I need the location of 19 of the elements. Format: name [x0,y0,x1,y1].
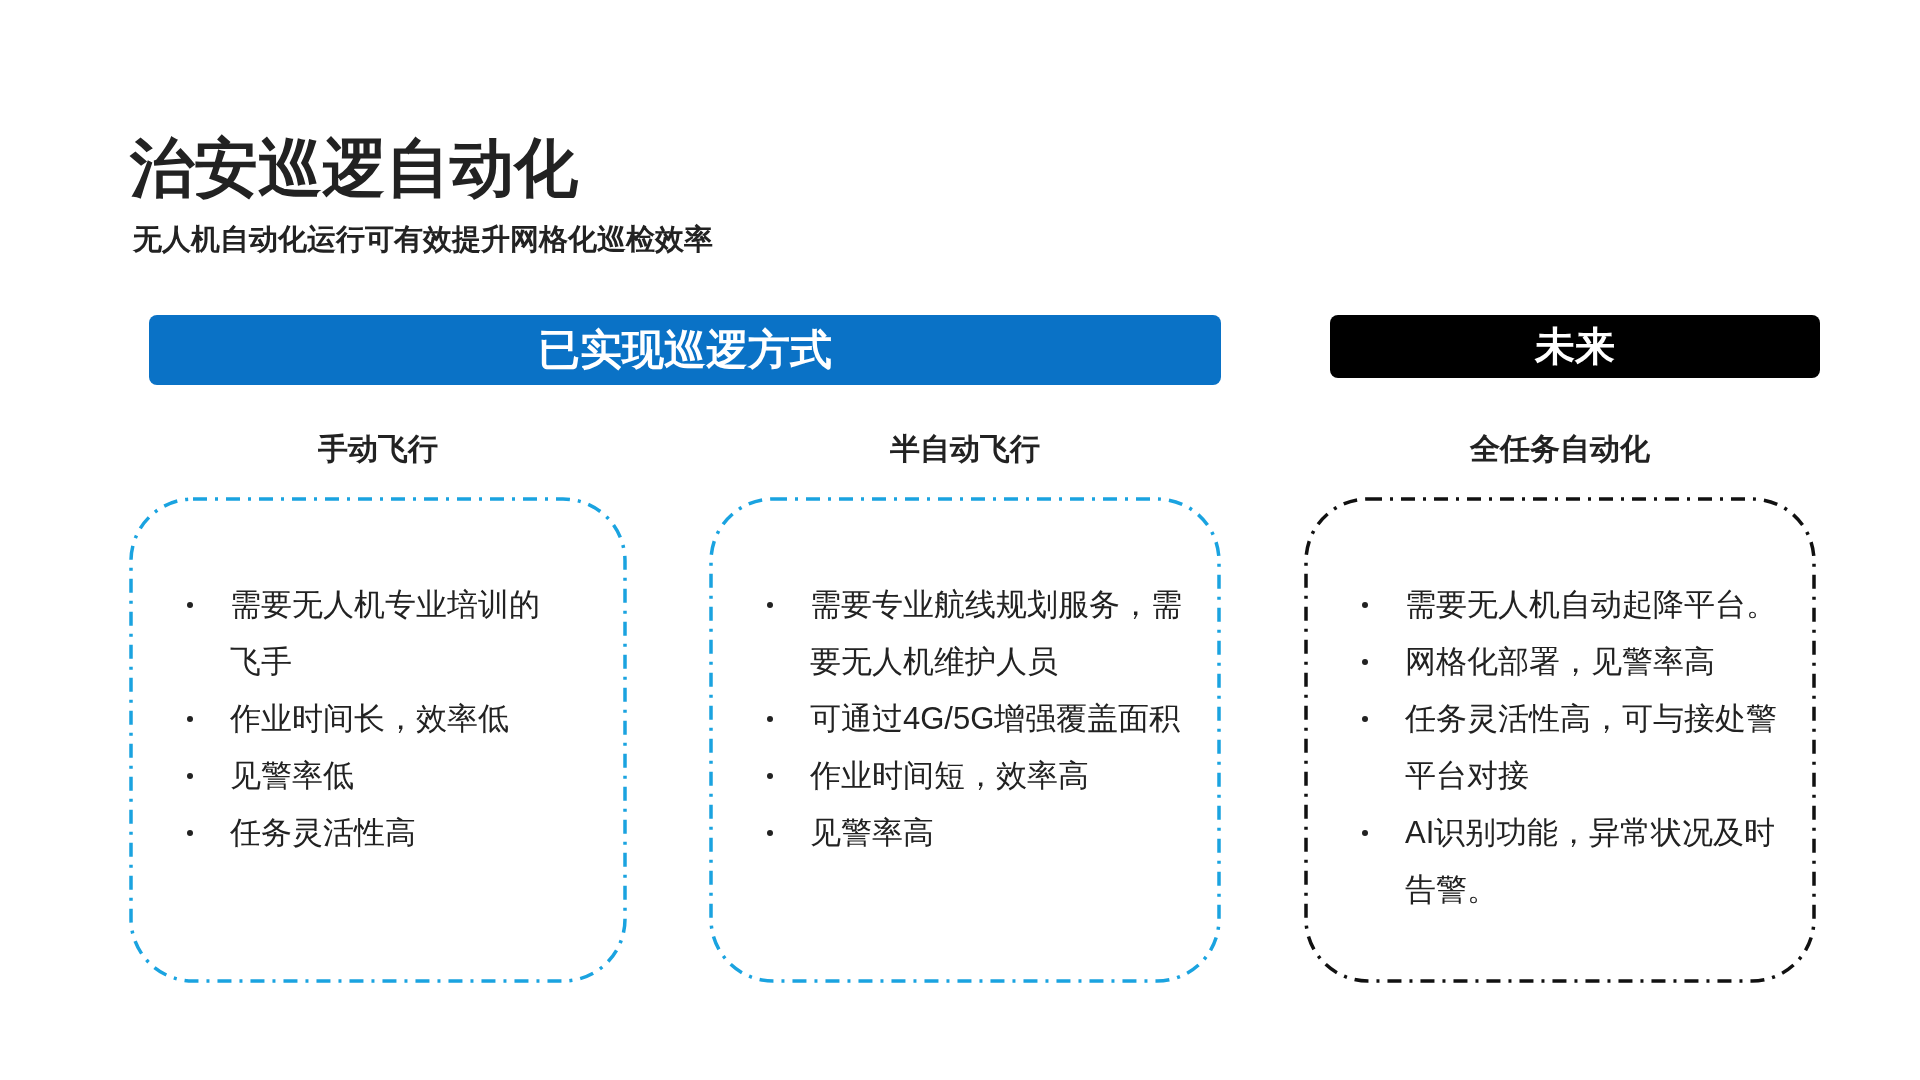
bullet-item: 见警率高 [763,804,1210,861]
bullet-item: 任务灵活性高，可与接处警平台对接 [1358,690,1805,804]
bullet-item: AI识别功能，异常状况及时告警。 [1358,804,1805,918]
bullet-item: 作业时间长，效率低 [183,690,570,747]
column-heading: 手动飞行 [318,431,438,467]
section-banner: 已实现巡逻方式 [149,315,1221,385]
bullet-item: 需要无人机专业培训的飞手 [183,576,570,690]
bullet-item: 可通过4G/5G增强覆盖面积 [763,690,1210,747]
bullet-item: 任务灵活性高 [183,804,570,861]
column-heading: 半自动飞行 [890,431,1040,467]
bullet-item: 网格化部署，见警率高 [1358,633,1805,690]
section-banner: 未来 [1330,315,1820,378]
bullet-item: 见警率低 [183,747,570,804]
bullet-item: 作业时间短，效率高 [763,747,1210,804]
column-heading: 全任务自动化 [1470,431,1650,467]
bullet-item: 需要无人机自动起降平台。 [1358,576,1805,633]
subtitle: 无人机自动化运行可有效提升网格化巡检效率 [133,222,713,257]
page-title: 治安巡逻自动化 [130,131,578,206]
bullet-item: 需要专业航线规划服务，需要无人机维护人员 [763,576,1210,690]
